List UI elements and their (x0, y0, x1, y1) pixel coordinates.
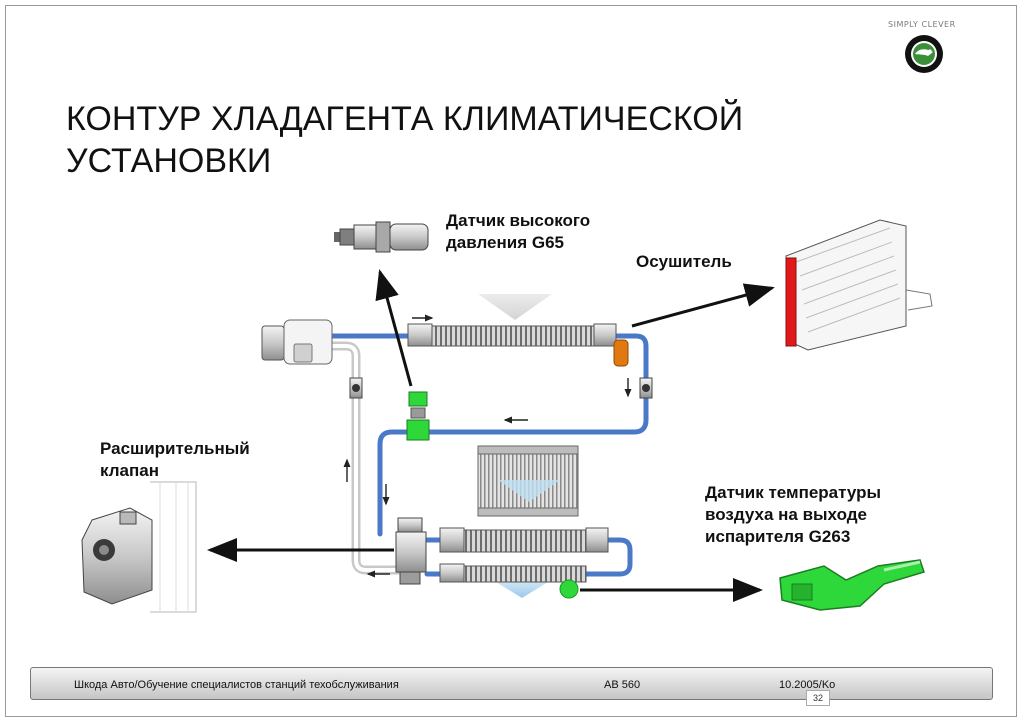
service-valve-right (639, 377, 653, 399)
drier-bottle (613, 339, 629, 367)
label-high-pressure-sensor: Датчик высокого давления G65 (446, 210, 626, 254)
condenser (407, 323, 617, 347)
slide-frame (5, 5, 1017, 717)
expansion-valve-block (395, 517, 427, 585)
expansion-valve-image (81, 481, 197, 613)
compressor (261, 319, 333, 365)
footer-code: AB 560 (604, 679, 641, 691)
airflow-arrow-top (478, 294, 552, 320)
high-pressure-sensor-image (334, 221, 429, 253)
page-title: КОНТУР ХЛАДАГЕНТА КЛИМАТИЧЕСКОЙ УСТАНОВК… (66, 100, 744, 180)
label-expansion-valve: Расширительный клапан (100, 438, 280, 482)
label-expansion-valve-text: Расширительный клапан (100, 439, 250, 480)
refrigerant-pipes (325, 333, 649, 577)
drier-condenser-image (785, 219, 933, 351)
label-evaporator-temp-sensor-text: Датчик температуры воздуха на выходе исп… (705, 483, 882, 546)
brand-tagline: SIMPLY CLEVER (888, 20, 956, 29)
skoda-logo-icon (905, 35, 943, 73)
callout-arrows (207, 269, 775, 602)
temperature-sensor-dot (559, 579, 579, 599)
footer-course: Шкода Авто/Обучение специалистов станций… (74, 679, 399, 691)
label-high-pressure-sensor-text: Датчик высокого давления G65 (446, 211, 591, 252)
service-valve-left (349, 377, 363, 399)
page-number: 32 (806, 690, 830, 706)
label-evaporator-temp-sensor: Датчик температуры воздуха на выходе исп… (705, 482, 915, 548)
label-drier: Осушитель (636, 252, 732, 271)
high-pressure-sensor-g65 (406, 391, 430, 441)
flow-arrows (343, 314, 632, 578)
footer-bar: Шкода Авто/Обучение специалистов станций… (30, 667, 993, 700)
heat-exchanger-center (477, 445, 579, 517)
footer-date: 10.2005/Ko (779, 679, 836, 691)
temperature-sensor-image (779, 559, 925, 611)
airflow-arrow-bottom (496, 582, 548, 598)
evaporator (439, 527, 609, 583)
